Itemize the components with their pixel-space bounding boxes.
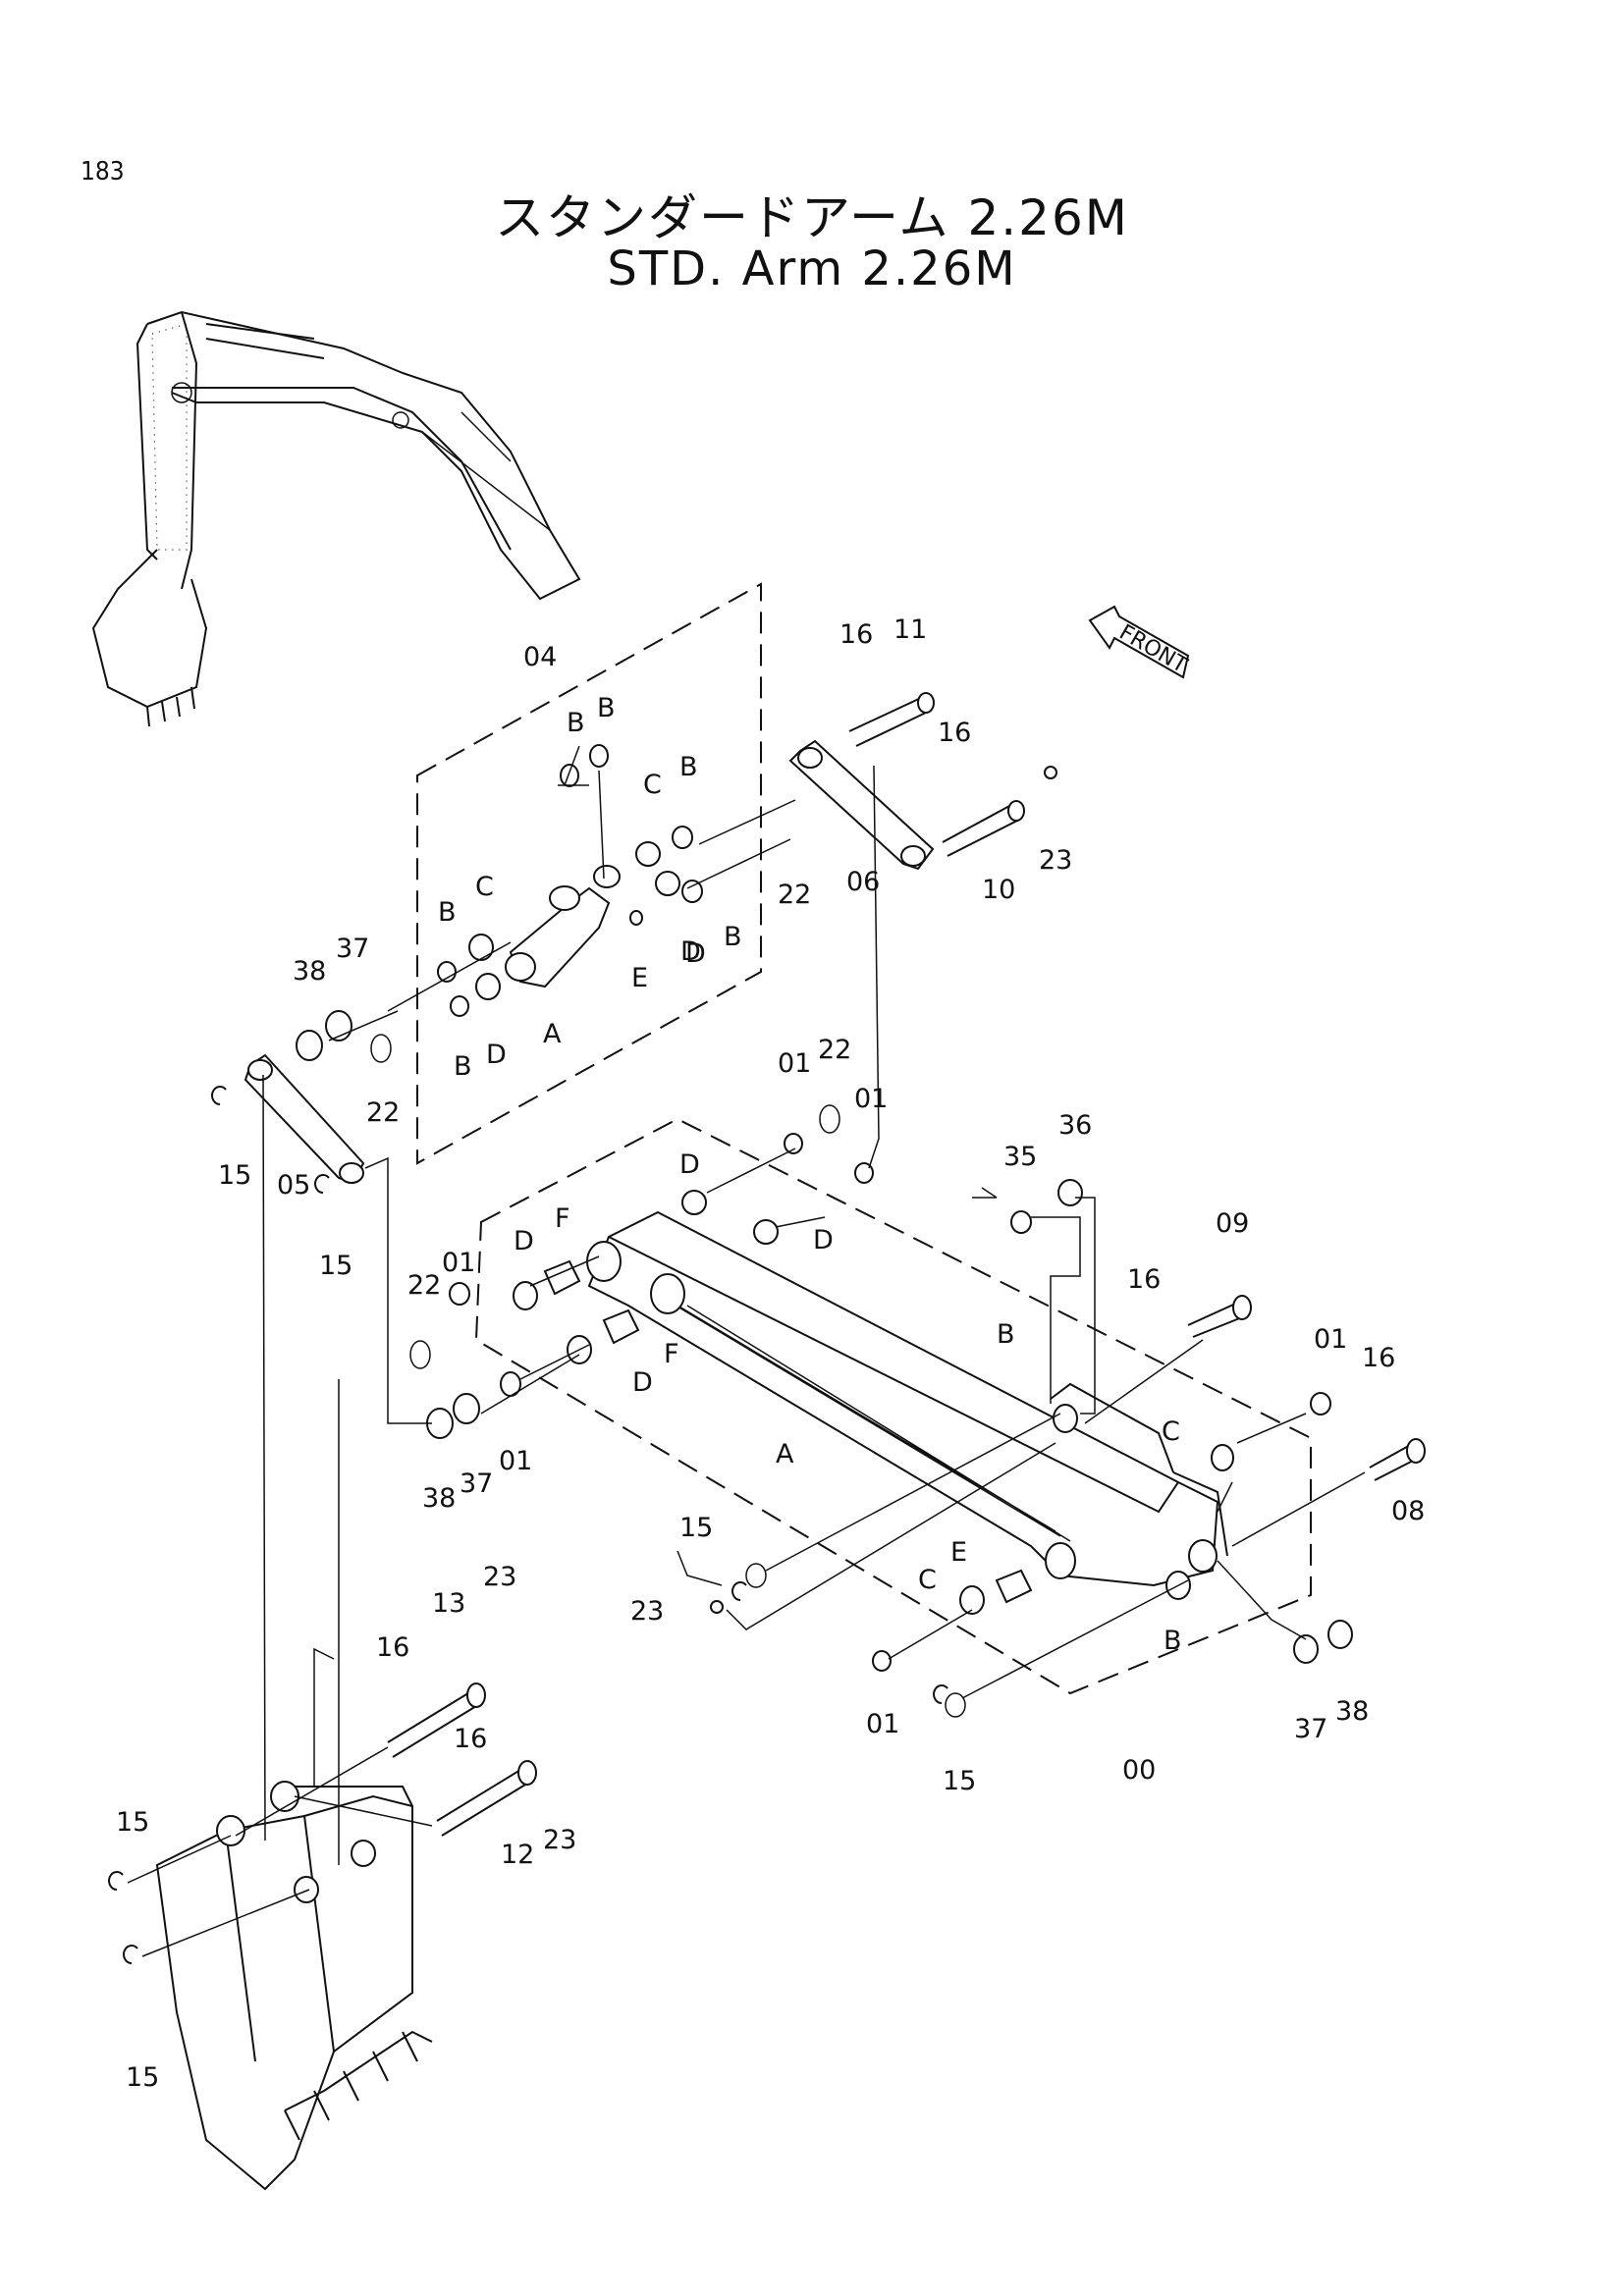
- front-label: FRONT: [1114, 620, 1191, 679]
- callout-23: 23: [483, 1562, 516, 1592]
- callout-15: 15: [319, 1251, 352, 1281]
- link-06: [788, 739, 935, 871]
- callout-b: B: [454, 1051, 472, 1082]
- callout-38: 38: [293, 956, 326, 987]
- callout-b: B: [597, 693, 616, 723]
- callout-10: 10: [982, 875, 1015, 905]
- callout-b: B: [438, 897, 457, 928]
- callout-d: D: [813, 1225, 834, 1255]
- leader-lines: [127, 745, 1366, 1957]
- callout-12: 12: [501, 1840, 534, 1870]
- callout-c: C: [475, 872, 494, 902]
- callout-23: 23: [543, 1825, 576, 1855]
- callout-36: 36: [1058, 1110, 1092, 1141]
- callout-c: C: [643, 770, 662, 800]
- callout-c: C: [1162, 1416, 1180, 1447]
- callout-06: 06: [846, 867, 880, 897]
- link-assembly-a: [505, 865, 621, 988]
- callout-b: B: [724, 922, 742, 952]
- callout-01: 01: [1314, 1324, 1347, 1355]
- callout-15: 15: [943, 1766, 976, 1796]
- callout-23: 23: [630, 1596, 664, 1627]
- callout-15: 15: [218, 1160, 251, 1191]
- bucket: [155, 1781, 433, 2191]
- callout-01: 01: [442, 1248, 475, 1278]
- callout-37: 37: [336, 934, 369, 964]
- callout-01: 01: [499, 1446, 532, 1476]
- circlips: [108, 1086, 948, 1964]
- callout-13: 13: [432, 1588, 465, 1619]
- pins: [387, 692, 1426, 1837]
- callout-a: A: [543, 1019, 562, 1049]
- callout-22: 22: [778, 880, 811, 910]
- title-english: STD. Arm 2.26M: [607, 241, 1017, 296]
- callout-d: D: [632, 1367, 653, 1398]
- callout-04: 04: [523, 642, 557, 672]
- callout-15: 15: [116, 1807, 149, 1838]
- callout-22: 22: [366, 1097, 400, 1128]
- callout-08: 08: [1391, 1496, 1425, 1526]
- callout-00: 00: [1122, 1755, 1156, 1786]
- callout-15: 15: [126, 2062, 159, 2093]
- callout-23: 23: [1039, 845, 1072, 876]
- callout-d: D: [685, 938, 706, 969]
- callout-09: 09: [1216, 1208, 1249, 1239]
- callout-37: 37: [1294, 1714, 1327, 1744]
- callout-f: F: [664, 1339, 679, 1369]
- callout-c: C: [918, 1565, 937, 1595]
- arm-front-bushings: [513, 1104, 874, 1364]
- callout-22: 22: [818, 1035, 851, 1065]
- callout-16: 16: [454, 1724, 487, 1754]
- link-assembly-group-box: [416, 582, 762, 1165]
- link-05: [244, 1053, 365, 1185]
- callout-a: A: [776, 1439, 794, 1469]
- callout-16: 16: [376, 1632, 409, 1663]
- callout-b: B: [679, 752, 698, 782]
- callout-16: 16: [1127, 1264, 1161, 1295]
- excavator-overview-sketch: [91, 310, 581, 727]
- callout-15: 15: [679, 1513, 713, 1543]
- callout-labels: 04 16 11 16 B B C B 22 06 10 23 B C D B …: [116, 614, 1425, 2093]
- callout-d: D: [680, 936, 701, 967]
- callout-e: E: [631, 963, 648, 993]
- callout-b: B: [1164, 1626, 1182, 1656]
- callout-16: 16: [938, 718, 971, 748]
- page-number: 183: [81, 157, 125, 187]
- callout-11: 11: [893, 614, 927, 645]
- callout-01: 01: [854, 1084, 888, 1114]
- callout-38: 38: [422, 1483, 456, 1514]
- callout-e: E: [950, 1537, 967, 1568]
- callout-37: 37: [460, 1468, 493, 1499]
- front-direction-arrow: FRONT: [1088, 605, 1192, 679]
- callout-01: 01: [866, 1709, 899, 1739]
- callout-38: 38: [1335, 1696, 1369, 1727]
- callout-d: D: [486, 1040, 507, 1070]
- arm-rear-parts: [710, 766, 1353, 1718]
- title-japanese: スタンダードアーム 2.26M: [495, 189, 1129, 246]
- callout-16: 16: [1362, 1343, 1395, 1373]
- callout-35: 35: [1003, 1142, 1037, 1172]
- washers-left: [296, 1010, 521, 1439]
- callout-16: 16: [839, 619, 873, 650]
- callout-d: D: [514, 1226, 534, 1256]
- callout-b: B: [997, 1319, 1015, 1350]
- callout-b: B: [567, 708, 585, 738]
- callout-22: 22: [407, 1270, 441, 1301]
- arm-assembly-group-box: [474, 1117, 1312, 1695]
- callout-05: 05: [277, 1170, 310, 1201]
- callout-01: 01: [778, 1048, 811, 1079]
- callout-f: F: [555, 1203, 570, 1234]
- box04-parts: [437, 744, 703, 1017]
- callout-d: D: [679, 1149, 700, 1180]
